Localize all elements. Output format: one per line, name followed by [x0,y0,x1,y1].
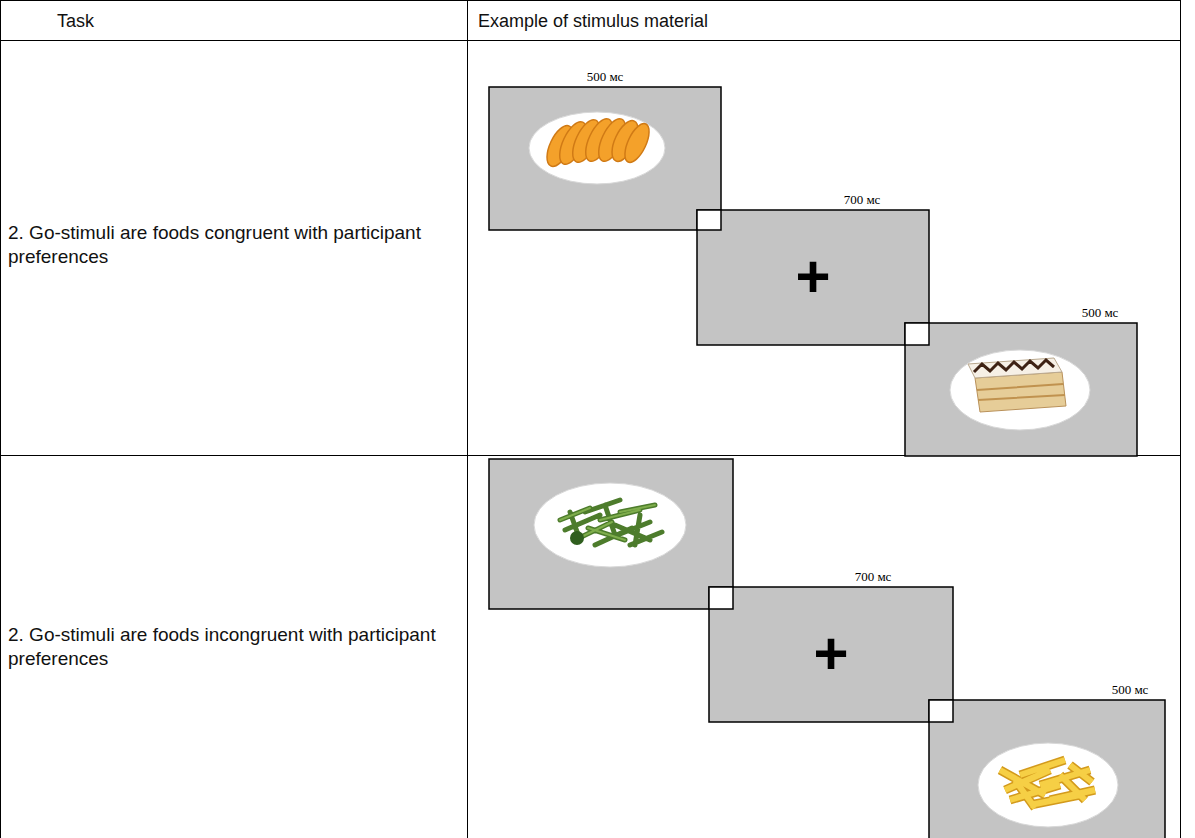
overlap-square [709,587,733,609]
screen-frame [697,210,929,345]
table-line [1180,0,1181,838]
pumpkin-picture [529,112,665,184]
parsley [570,531,584,545]
cake-body [975,372,1066,412]
pumpkin-slices [542,115,654,170]
plate [534,483,686,567]
screen-frame: 500 мс [489,87,721,230]
plate [529,112,665,184]
screen-frame: 700 мс+ [709,587,953,722]
table-line [0,0,1,838]
column-header: Task [57,9,457,33]
chocolate-stripes [974,360,1054,372]
plate [978,743,1118,827]
task-cell: 2. Go-stimuli are foods incongruent with… [8,623,443,671]
duration-label: 500 мс [587,69,624,84]
duration-label: 500 мс [1082,305,1119,320]
screen-frame [905,323,1137,456]
screen-frame [489,459,733,609]
green-beans-picture [534,483,686,567]
table-line [0,0,1181,1]
screen-frame [709,587,953,722]
screen-frame [489,87,721,230]
screen-frame: 500 мс [905,323,1137,456]
task-cell: 2. Go-stimuli are foods congruent with p… [8,221,443,269]
duration-label: 500 мс [1112,682,1149,697]
green-beans [560,500,662,545]
table-line [0,40,1181,41]
duration-label: 700 мс [844,192,881,207]
cake-top [968,358,1062,378]
screen-frame: 500 мс [929,700,1165,838]
pumpkin-slice [620,120,654,166]
overlap-square [905,323,929,345]
table-line [467,0,468,838]
fixation-cross: + [813,623,848,683]
overlap-square [929,700,953,722]
plate [950,350,1090,430]
cake-layers [977,384,1065,400]
screen-frame: 700 мс+ [697,210,929,345]
fries-outline [1000,760,1095,808]
fries-picture [978,743,1118,827]
screen-frames [489,87,1165,838]
overlap-square [697,210,721,230]
duration-label: 700 мс [855,569,892,584]
fixation-cross: + [795,246,830,306]
column-header: Example of stimulus material [478,9,1118,33]
cake-picture [950,350,1090,430]
french-fries [1000,760,1095,808]
screen-frame [929,700,1165,838]
